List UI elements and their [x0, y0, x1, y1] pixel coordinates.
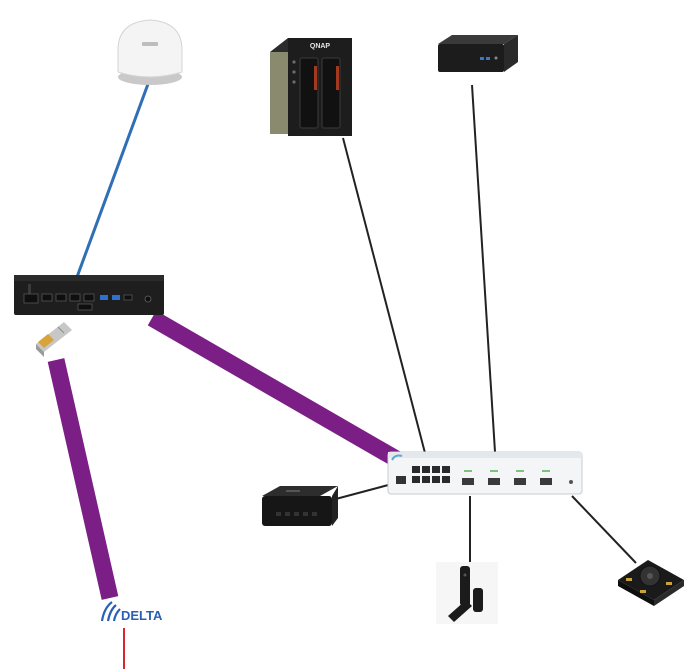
- fiber-link-router-isp: [47, 358, 119, 600]
- sbc-icon: [618, 560, 684, 606]
- nas-brand: QNAP: [310, 43, 331, 50]
- isp-logo-icon: DELTA: [100, 601, 163, 623]
- ethernet-minipc-switch: [471, 84, 496, 453]
- sfp-module-icon: [36, 322, 72, 357]
- isp-brand: DELTA: [121, 608, 163, 623]
- ethernet-nas-switch: [342, 137, 426, 454]
- streaming-stick-icon: [436, 562, 498, 624]
- nas-icon: QNAP: [270, 38, 352, 136]
- fiber-link-router-switch: [147, 310, 403, 468]
- access-point-icon: [117, 19, 183, 85]
- ethernet-sbc-switch: [571, 495, 637, 564]
- media-box-icon: [262, 486, 338, 526]
- wifi-ap-uplink: [75, 83, 150, 278]
- ethernet-mediabox-switch: [331, 483, 393, 501]
- mini-pc-icon: [438, 35, 518, 72]
- links: [47, 83, 637, 669]
- router-icon: [14, 275, 164, 315]
- switch-icon: [387, 451, 583, 495]
